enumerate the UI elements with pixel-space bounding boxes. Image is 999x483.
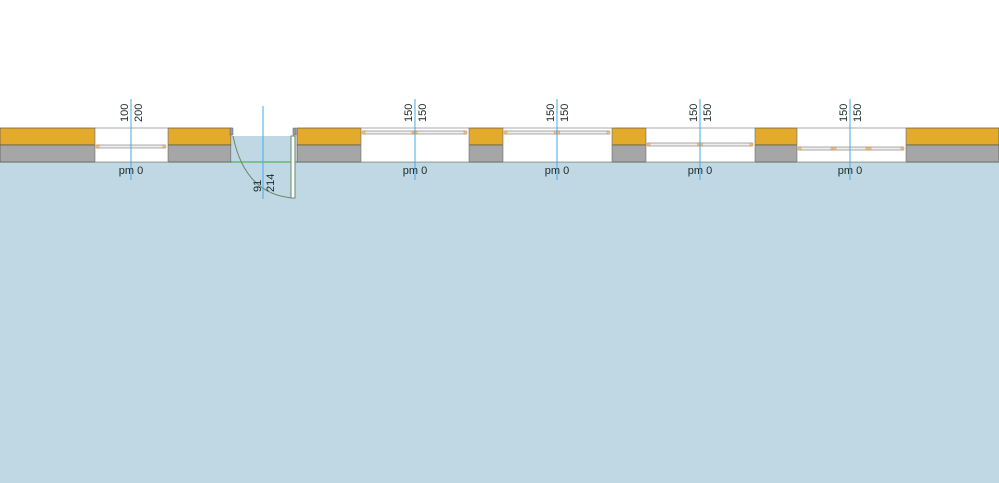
level-label: pm 0 — [119, 165, 143, 177]
window-width-label: 150 — [688, 104, 700, 122]
window-height-label: 150 — [702, 104, 714, 122]
wall-segment-bottom — [167, 144, 232, 163]
door-width-label: 91 — [252, 180, 264, 192]
window-pane — [798, 146, 834, 151]
window-pane — [414, 130, 467, 135]
wall-segment-top — [905, 127, 999, 146]
wall-segment-bottom — [296, 144, 362, 163]
door-swing-arc — [232, 135, 295, 199]
door-height-label: 214 — [265, 174, 277, 192]
door-opening-area — [232, 136, 296, 162]
door-leaf — [290, 135, 296, 199]
window-pane — [557, 130, 610, 135]
window-height-label: 150 — [559, 104, 571, 122]
window-pane — [868, 146, 904, 151]
window-pane — [647, 142, 700, 147]
window-height-label: 150 — [852, 104, 864, 122]
wall-segment-bottom — [754, 144, 798, 163]
window-width-label: 150 — [403, 104, 415, 122]
window-pane — [362, 130, 415, 135]
window-opening[interactable] — [94, 99, 169, 180]
window-pane — [504, 130, 557, 135]
window-width-label: 150 — [545, 104, 557, 122]
wall-segment-top — [611, 127, 647, 146]
wall-segment-top — [167, 127, 232, 146]
window-opening[interactable] — [645, 99, 756, 180]
level-label: pm 0 — [403, 165, 427, 177]
wall-segment-bottom — [0, 144, 96, 163]
window-height-label: 150 — [417, 104, 429, 122]
level-label: pm 0 — [688, 165, 712, 177]
window-width-label: 150 — [838, 104, 850, 122]
wall-segment-bottom — [611, 144, 647, 163]
window-opening[interactable] — [360, 99, 470, 180]
wall-segment-top — [0, 127, 96, 146]
wall-segment-bottom — [905, 144, 999, 163]
window-opening[interactable] — [502, 99, 613, 180]
window-width-label: 100 — [119, 104, 131, 122]
window-height-label: 200 — [133, 104, 145, 122]
level-label: pm 0 — [545, 165, 569, 177]
window-opening[interactable] — [796, 99, 907, 180]
wall-segment-top — [468, 127, 504, 146]
wall-segment-bottom — [468, 144, 504, 163]
window-pane — [833, 146, 869, 151]
floor-area — [0, 162, 999, 483]
level-label: pm 0 — [838, 165, 862, 177]
door[interactable]: 91 214 — [229, 106, 297, 199]
window-pane — [700, 142, 753, 147]
wall-segment-top — [296, 127, 362, 146]
wall-segment-top — [754, 127, 798, 146]
